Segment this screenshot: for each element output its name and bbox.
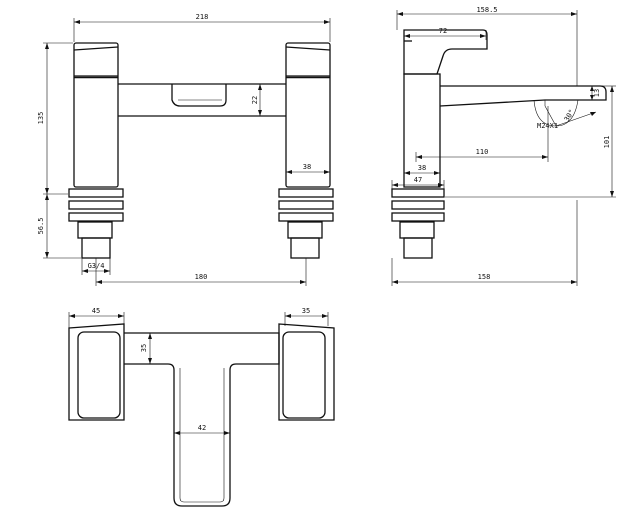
label-top-handle-width: 45 [92, 307, 100, 315]
dim-top-body-width: 35 [284, 307, 329, 326]
label-overall-width: 218 [196, 13, 209, 21]
label-bridge-height: 22 [251, 96, 259, 104]
label-base-height: 56.5 [37, 218, 45, 235]
dim-height: 135 [37, 42, 73, 195]
label-body-width: 38 [303, 163, 311, 171]
top-left-handle [68, 323, 125, 421]
label-side-height: 101 [603, 136, 611, 149]
label-side-base-length: 158 [478, 273, 491, 281]
dim-top-spout-width: 42 [174, 424, 230, 435]
dim-base-height: 56.5 [37, 194, 81, 259]
dim-body-width: 38 [286, 163, 330, 174]
top-view: 45 35 35 42 [68, 307, 335, 507]
dim-side-base-length: 158 [391, 200, 578, 286]
dim-spout-height: 13 [590, 86, 601, 100]
side-lever [403, 29, 488, 75]
dim-lever-length: 72 [404, 27, 487, 40]
dim-top-handle-width: 45 [68, 307, 125, 328]
side-body [403, 73, 441, 188]
dim-bridge-height: 22 [251, 84, 262, 116]
label-side-base-width: 47 [414, 176, 422, 184]
label-top-bridge-depth: 35 [140, 344, 148, 352]
label-side-overall-width: 158.5 [476, 6, 497, 14]
label-height: 135 [37, 112, 45, 125]
side-spout [439, 85, 607, 107]
dim-side-body-width: 38 [404, 164, 440, 175]
dim-side-overall-width: 158.5 [396, 6, 578, 86]
front-bridge [118, 83, 286, 117]
top-right-handle [278, 323, 335, 421]
dim-side-base-width: 47 [391, 176, 445, 189]
dim-top-bridge-depth: 35 [140, 333, 152, 364]
label-top-body-width: 35 [302, 307, 310, 315]
label-centres: 180 [195, 273, 208, 281]
label-lever-length: 72 [439, 27, 447, 35]
dim-side-height: 101 [445, 85, 616, 198]
top-spout [124, 332, 280, 507]
dim-overall-width: 218 [73, 13, 331, 42]
dim-spout-reach: 110 [415, 106, 549, 162]
side-view: 158.5 72 13 30° M24X1 110 [391, 6, 616, 286]
front-left-base [68, 188, 124, 259]
front-view: 218 135 56.5 22 38 [37, 13, 334, 286]
front-right-base [278, 188, 334, 259]
label-top-spout-width: 42 [198, 424, 206, 432]
label-thread-dia: M24X1 [537, 122, 558, 130]
front-left-body [73, 42, 119, 188]
label-side-body-width: 38 [418, 164, 426, 172]
front-right-body [285, 42, 331, 188]
dim-centres: 180 [95, 258, 307, 286]
side-base [391, 188, 445, 259]
label-spout-reach: 110 [476, 148, 489, 156]
label-spout-height: 13 [593, 89, 601, 97]
label-angle: 30° [563, 108, 576, 123]
